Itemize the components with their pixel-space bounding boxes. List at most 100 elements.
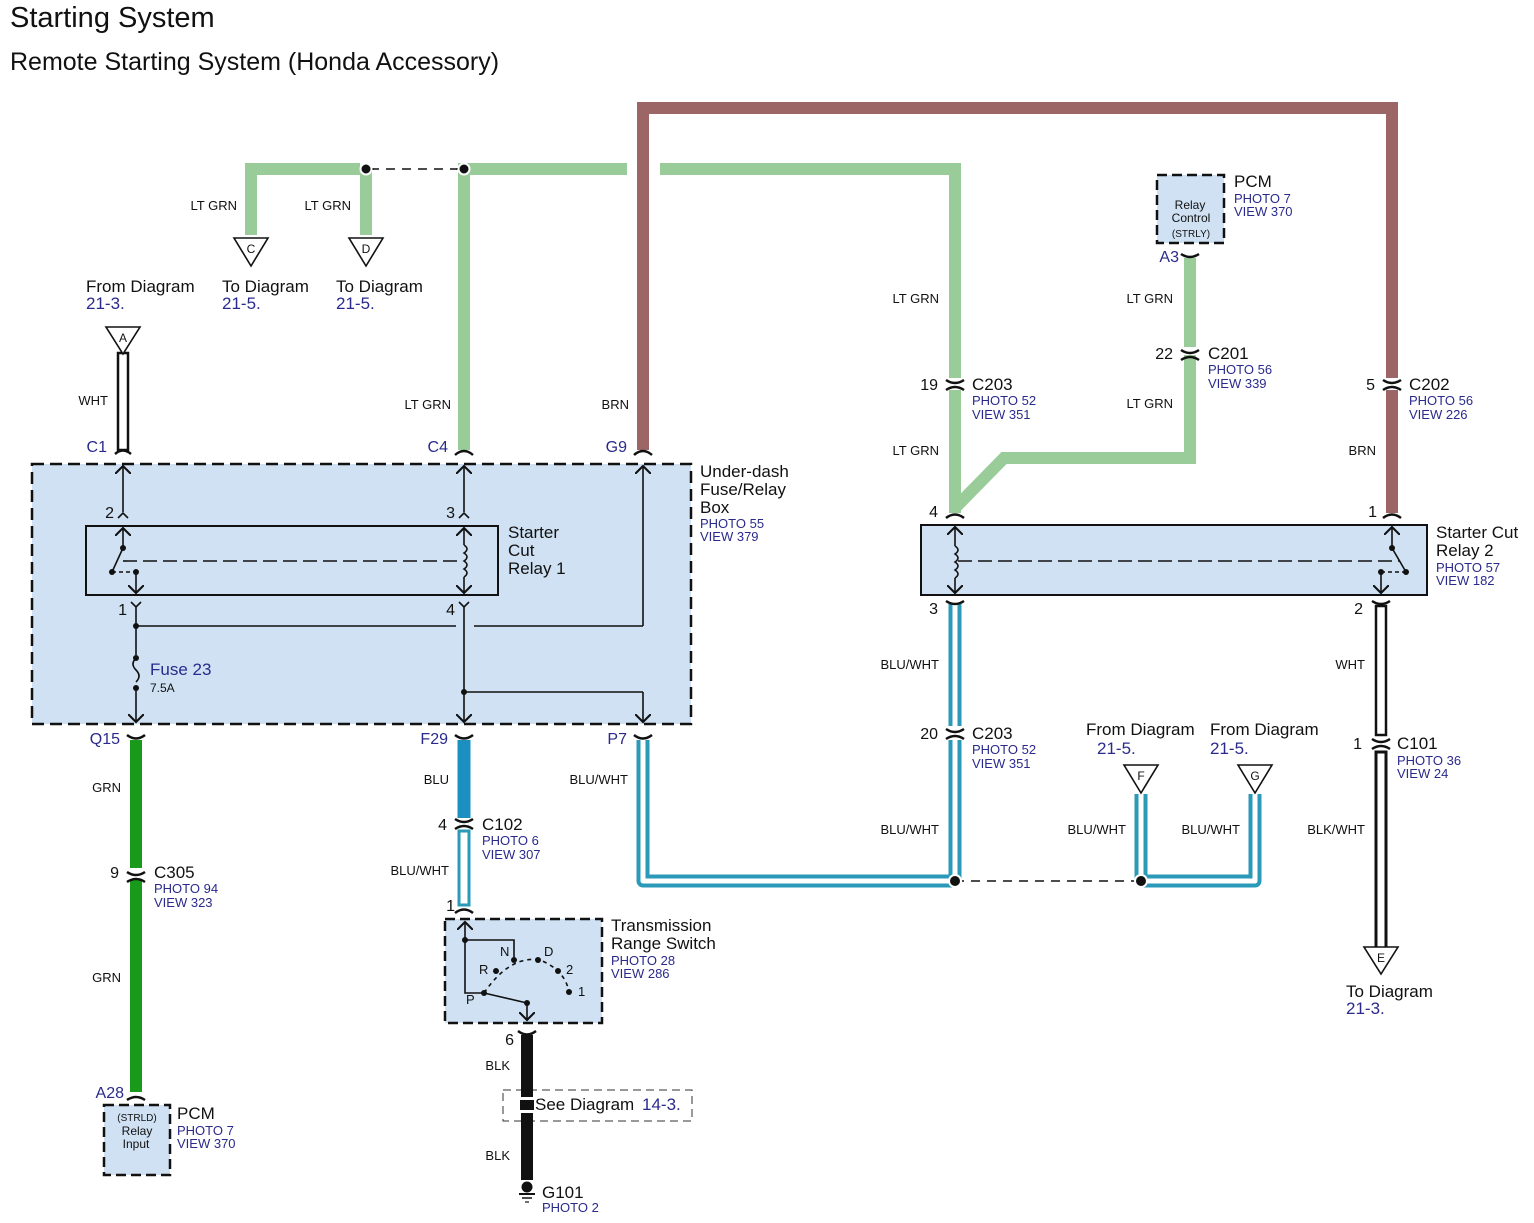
- junction-dots: [109, 545, 467, 695]
- trs-pos-p: P: [466, 992, 475, 1007]
- trs-photo[interactable]: PHOTO 28: [611, 953, 675, 968]
- c101-name[interactable]: C101: [1397, 734, 1438, 753]
- pcm-bottom-label-2: Relay: [122, 1124, 153, 1138]
- trs-name-1: Transmission: [611, 916, 711, 935]
- c201-pin: 22: [1155, 346, 1173, 363]
- relay1-name-1: Starter: [508, 523, 559, 542]
- splice-dot: [1134, 874, 1148, 888]
- pcm-relay-control-box[interactable]: [1155, 173, 1226, 245]
- c101-photo[interactable]: PHOTO 36: [1397, 753, 1461, 768]
- trs-pos-1: 1: [578, 984, 585, 999]
- offpage-f-icon[interactable]: [1122, 764, 1160, 795]
- ground-icon: [519, 1181, 535, 1203]
- fuse-box-view[interactable]: VIEW 379: [700, 529, 759, 544]
- trs-pos-n: N: [500, 944, 509, 959]
- offpage-g-icon[interactable]: [1236, 764, 1274, 795]
- c202-photo[interactable]: PHOTO 56: [1409, 393, 1473, 408]
- c102-photo[interactable]: PHOTO 6: [482, 833, 539, 848]
- c102-view[interactable]: VIEW 307: [482, 847, 541, 862]
- c305-photo[interactable]: PHOTO 94: [154, 881, 218, 896]
- pcm-top-photo[interactable]: PHOTO 7: [1234, 191, 1291, 206]
- see-diagram-ref[interactable]: 14-3.: [642, 1095, 681, 1114]
- wire-label: BLU: [424, 772, 449, 787]
- offpage-c-ref[interactable]: 21-5.: [222, 294, 261, 313]
- relay1-name-3: Relay 1: [508, 559, 566, 578]
- wire-label: LT GRN: [1127, 396, 1173, 411]
- trs-view[interactable]: VIEW 286: [611, 966, 670, 981]
- offpage-f-ref[interactable]: 21-5.: [1097, 739, 1136, 758]
- offpage-c-letter: C: [247, 242, 256, 256]
- relay1-pin-2: 2: [105, 505, 114, 522]
- terminal-p7: P7: [607, 731, 627, 748]
- offpage-a-ref[interactable]: 21-3.: [86, 294, 125, 313]
- c203-bot-photo[interactable]: PHOTO 52: [972, 742, 1036, 757]
- relay2-name-2: Relay 2: [1436, 541, 1494, 560]
- pcm-bottom-view[interactable]: VIEW 370: [177, 1136, 236, 1151]
- fuse-name: Fuse 23: [150, 660, 211, 679]
- c203-bot-view[interactable]: VIEW 351: [972, 756, 1031, 771]
- pcm-top-label-3: (STRLY): [1172, 229, 1210, 240]
- offpage-c-text: To Diagram: [222, 277, 309, 296]
- wire-label: BRN: [1349, 443, 1376, 458]
- starter-cut-relay-2[interactable]: [920, 524, 1428, 596]
- pcm-bottom-photo[interactable]: PHOTO 7: [177, 1123, 234, 1138]
- offpage-e-icon[interactable]: [1362, 946, 1400, 976]
- ground-photo[interactable]: PHOTO 2: [542, 1200, 599, 1215]
- c203-top-view[interactable]: VIEW 351: [972, 407, 1031, 422]
- trs-pos-r: R: [479, 962, 488, 977]
- c203-top-photo[interactable]: PHOTO 52: [972, 393, 1036, 408]
- relay2-photo[interactable]: PHOTO 57: [1436, 560, 1500, 575]
- fuse-box-photo[interactable]: PHOTO 55: [700, 516, 764, 531]
- trs-name-2: Range Switch: [611, 934, 716, 953]
- wire-label: BLU/WHT: [391, 863, 450, 878]
- offpage-d-text: To Diagram: [336, 277, 423, 296]
- offpage-c-icon[interactable]: [232, 237, 270, 268]
- pcm-top-view[interactable]: VIEW 370: [1234, 204, 1293, 219]
- wire-label: LT GRN: [305, 198, 351, 213]
- c202-view[interactable]: VIEW 226: [1409, 407, 1468, 422]
- wire-label: BLU/WHT: [881, 657, 940, 672]
- c202-name[interactable]: C202: [1409, 375, 1450, 394]
- c102-name[interactable]: C102: [482, 815, 523, 834]
- terminal-f29: F29: [420, 731, 448, 748]
- see-diagram-text: See Diagram: [535, 1095, 634, 1114]
- offpage-f-text: From Diagram: [1086, 720, 1195, 739]
- c101-view[interactable]: VIEW 24: [1397, 766, 1448, 781]
- page-subtitle: Remote Starting System (Honda Accessory): [10, 48, 500, 76]
- offpage-d-ref[interactable]: 21-5.: [336, 294, 375, 313]
- splice-dot: [948, 874, 962, 888]
- wire-label: BLK/WHT: [1307, 822, 1365, 837]
- c305-name[interactable]: C305: [154, 863, 195, 882]
- terminal-a28: A28: [96, 1085, 125, 1102]
- relay-2-internal: [955, 527, 1407, 593]
- relay2-name-1: Starter Cut: [1436, 523, 1518, 542]
- c202-pin: 5: [1366, 377, 1375, 394]
- c201-photo[interactable]: PHOTO 56: [1208, 362, 1272, 377]
- fuse-box-name-1: Under-dash: [700, 462, 789, 481]
- pcm-bottom-label-3: Input: [123, 1137, 150, 1151]
- transmission-range-switch-box[interactable]: [443, 917, 604, 1025]
- wire-label: WHT: [1335, 657, 1365, 672]
- wire-label: GRN: [92, 970, 121, 985]
- offpage-e-letter: E: [1377, 951, 1385, 965]
- offpage-a-icon[interactable]: [104, 326, 142, 356]
- offpage-g-text: From Diagram: [1210, 720, 1319, 739]
- offpage-g-ref[interactable]: 21-5.: [1210, 739, 1249, 758]
- relay2-view[interactable]: VIEW 182: [1436, 573, 1495, 588]
- offpage-d-letter: D: [362, 242, 371, 256]
- offpage-a-letter: A: [119, 331, 127, 345]
- wire-label: BLU/WHT: [1068, 822, 1127, 837]
- offpage-d-icon[interactable]: [347, 237, 385, 268]
- offpage-e-ref[interactable]: 21-3.: [1346, 999, 1385, 1018]
- pcm-relay-input-box[interactable]: [102, 1103, 172, 1177]
- wire-label: BLU/WHT: [1182, 822, 1241, 837]
- c201-name[interactable]: C201: [1208, 344, 1249, 363]
- offpage-g-letter: G: [1250, 769, 1259, 783]
- c201-view[interactable]: VIEW 339: [1208, 376, 1267, 391]
- pcm-bottom-name: PCM: [177, 1104, 215, 1123]
- c203-top-name[interactable]: C203: [972, 375, 1013, 394]
- c305-view[interactable]: VIEW 323: [154, 895, 213, 910]
- see-diagram-box[interactable]: [502, 1089, 693, 1122]
- terminal-q15: Q15: [90, 731, 120, 748]
- c203-bot-name[interactable]: C203: [972, 724, 1013, 743]
